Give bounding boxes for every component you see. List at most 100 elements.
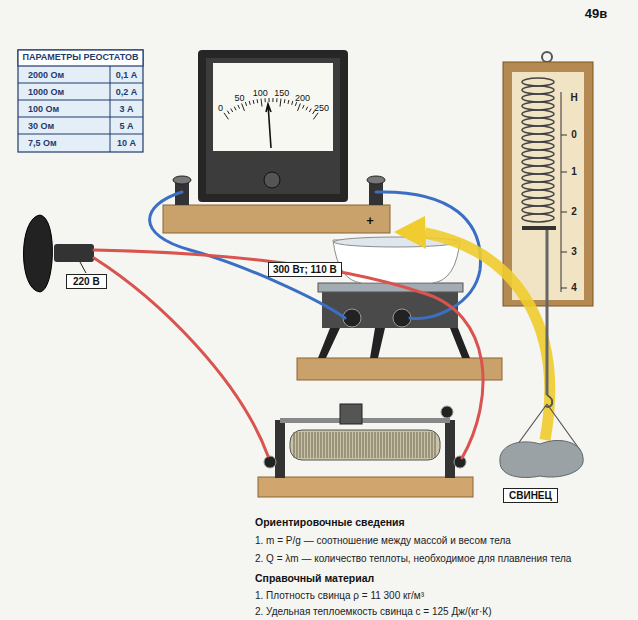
terminal (441, 406, 453, 418)
winding (321, 432, 322, 458)
winding (408, 432, 409, 458)
slider (340, 404, 362, 424)
rheostat-stand (445, 420, 455, 478)
scale-tick (309, 109, 311, 112)
scale-tick (298, 103, 301, 110)
table-cell: 0,2 А (116, 86, 138, 96)
spring-turn (522, 78, 554, 86)
note-line: 1. m = P/g — соотношение между массой и … (255, 535, 511, 547)
winding (411, 432, 412, 458)
winding (402, 432, 403, 458)
scale-line (561, 92, 562, 292)
node-text: 220 В (73, 276, 100, 287)
spring-turn (522, 198, 554, 206)
wall-socket (24, 215, 53, 292)
spring-turn (522, 118, 554, 126)
table-grid (18, 66, 143, 152)
material-tag: СВИНЕЦ (503, 488, 558, 503)
scale-number: 0 (571, 129, 577, 141)
scale-tick (292, 101, 293, 105)
terminal (264, 456, 276, 468)
winding (390, 432, 391, 458)
wooden-base (297, 358, 502, 380)
wires (94, 192, 483, 458)
winding (375, 432, 376, 458)
winding (366, 432, 367, 458)
voltage-tag: 220 В (66, 274, 107, 289)
winding (315, 432, 316, 458)
winding (387, 432, 388, 458)
winding (372, 432, 373, 458)
winding (417, 432, 418, 458)
winding (381, 432, 382, 458)
winding (330, 432, 331, 458)
terminal (173, 176, 385, 205)
winding (396, 432, 397, 458)
table-cell: 3 А (119, 103, 133, 113)
scale-tick (261, 99, 263, 107)
scale-ticks (561, 135, 567, 288)
table-cell: 30 Ом (28, 120, 54, 130)
winding (309, 432, 310, 458)
winding (303, 432, 304, 458)
arrow-head (394, 216, 426, 249)
spring-turn (522, 166, 554, 174)
winding (336, 432, 337, 458)
winding (420, 432, 421, 458)
winding (300, 432, 301, 458)
scale-tick (227, 111, 229, 114)
scale-tick (253, 100, 255, 104)
spring-turn (522, 150, 554, 158)
spring-turn (522, 102, 554, 110)
winding (423, 432, 424, 458)
wooden-base (258, 477, 473, 497)
scale-tick (257, 99, 259, 103)
spring-turn (522, 86, 554, 94)
dial-number: 50 (234, 93, 244, 103)
scale-tick (268, 98, 269, 102)
terminal (454, 456, 466, 468)
section-heading: Ориентировочные сведения (255, 516, 405, 528)
scale-number: 4 (571, 282, 577, 294)
dial-number: 200 (295, 93, 310, 103)
scale-number: 3 (571, 246, 577, 258)
motion-arrow (425, 233, 550, 440)
winding (384, 432, 385, 458)
spring-turn (522, 190, 554, 198)
dial-number: 150 (274, 87, 289, 97)
winding (414, 432, 415, 458)
winding (354, 432, 355, 458)
winding (318, 432, 319, 458)
winding (306, 432, 307, 458)
table-cell: 7,5 Ом (28, 137, 57, 147)
table-body (18, 50, 143, 152)
plug (54, 244, 94, 262)
spring-turn (522, 206, 554, 214)
terminal (393, 309, 411, 327)
heater-rating-tag: 300 Вт; 110 В (268, 262, 342, 277)
node-text: ПАРАМЕТРЫ РЕОСТАТОВ (20, 52, 141, 62)
winding (393, 432, 394, 458)
scale-tick (264, 98, 265, 102)
dial-number: 250 (314, 103, 329, 113)
scale-number: 1 (571, 166, 577, 178)
table-cell: 1000 Ом (28, 86, 64, 96)
spring-turn (522, 110, 554, 118)
scale-tick (313, 113, 318, 120)
winding (357, 432, 358, 458)
scale-unit: Н (570, 92, 577, 104)
section-heading: Справочный материал (255, 572, 374, 584)
coil-windings (294, 432, 435, 458)
wooden-base (163, 205, 390, 233)
node-text: СВИНЕЦ (509, 490, 552, 501)
meter-needle (266, 104, 271, 148)
winding (399, 432, 400, 458)
pointer (522, 226, 556, 230)
winding (342, 432, 343, 458)
spring-turn (522, 142, 554, 150)
winding (435, 432, 436, 458)
spring-turn (522, 214, 554, 222)
node-text: 300 Вт; 110 В (273, 264, 337, 275)
winding (426, 432, 427, 458)
winding (345, 432, 346, 458)
